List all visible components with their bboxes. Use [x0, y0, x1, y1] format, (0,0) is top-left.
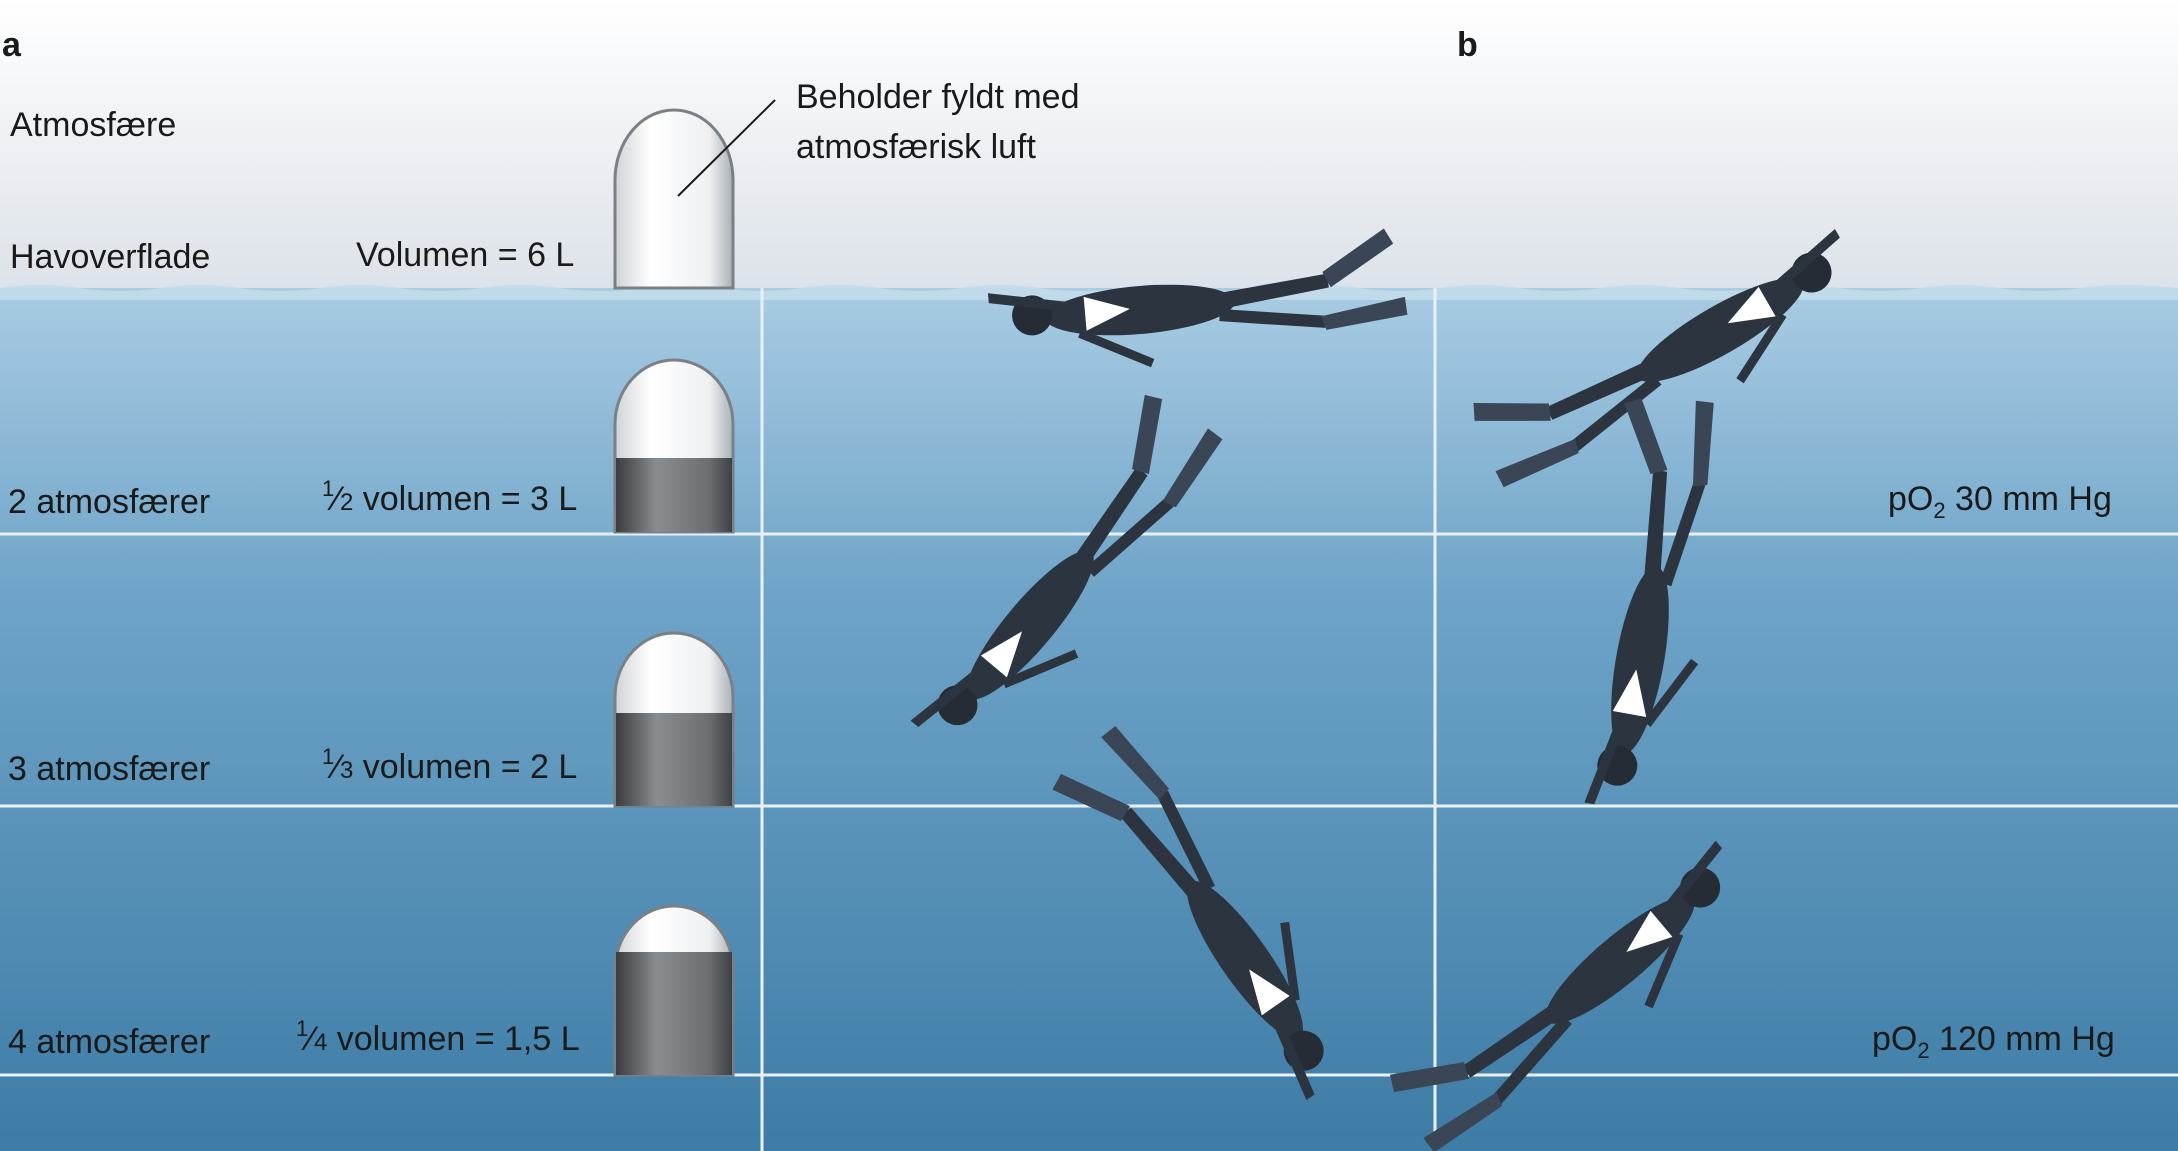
volume-label-surface: Volumen = 6 L	[356, 236, 575, 274]
container-4atm	[613, 904, 735, 1077]
depth-label-sea-surface: Havoverflade	[10, 238, 211, 276]
volume-3atm-text: volumen = 2 L	[353, 748, 578, 786]
depth-label-2atm: 2 atmosfærer	[8, 483, 211, 521]
panel-label-a: a	[2, 26, 21, 64]
volume-4atm-denominator: 4	[313, 1029, 328, 1056]
po2-label-120: pO2 120 mm Hg	[1872, 1020, 2115, 1062]
volume-3atm-denominator: 3	[339, 757, 354, 784]
container-surface	[613, 108, 735, 290]
volume-4atm-text: volumen = 1,5 L	[327, 1020, 580, 1058]
po2-120-subscript: 2	[1917, 1038, 1930, 1063]
volume-4atm-numerator: 1	[296, 1016, 309, 1041]
volume-label-4atm: 1⁄4 volumen = 1,5 L	[296, 1016, 580, 1058]
volume-3atm-numerator: 1	[322, 744, 335, 769]
po2-label-30: pO2 30 mm Hg	[1888, 480, 2112, 522]
po2-30-subscript: 2	[1933, 498, 1946, 523]
container-2atm	[613, 358, 735, 534]
container-3atm	[613, 631, 735, 808]
container-label-line1: Beholder fyldt med	[796, 78, 1080, 116]
po2-30-prefix: pO	[1888, 480, 1934, 518]
po2-30-value: 30 mm Hg	[1945, 480, 2112, 518]
volume-2atm-denominator: 2	[339, 489, 354, 516]
po2-120-prefix: pO	[1872, 1020, 1918, 1058]
volume-2atm-numerator: 1	[322, 476, 335, 501]
po2-120-value: 120 mm Hg	[1929, 1020, 2115, 1058]
depth-label-atmosphere: Atmosfære	[10, 106, 177, 144]
depth-label-4atm: 4 atmosfærer	[8, 1023, 211, 1061]
volume-2atm-text: volumen = 3 L	[353, 480, 578, 518]
depth-label-3atm: 3 atmosfærer	[8, 750, 211, 788]
container-label-line2: atmosfærisk luft	[796, 128, 1036, 166]
volume-label-2atm: 1⁄2 volumen = 3 L	[322, 476, 578, 518]
panel-label-b: b	[1457, 26, 1478, 64]
container-callout-line	[677, 99, 776, 197]
volume-label-3atm: 1⁄3 volumen = 2 L	[322, 744, 578, 786]
